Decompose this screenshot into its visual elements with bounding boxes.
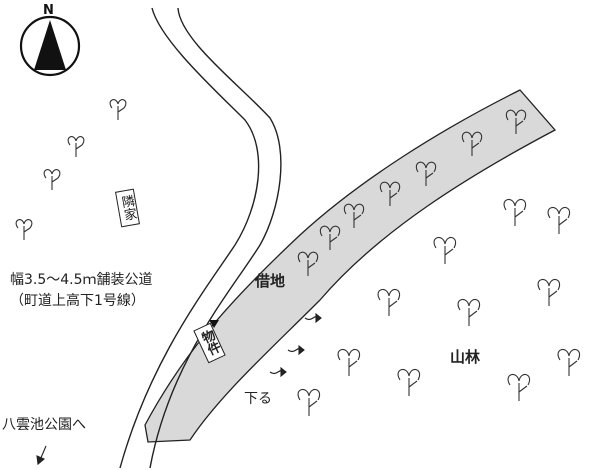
downhill-arrows-icon: [269, 312, 322, 378]
park-direction-arrow-icon: [36, 445, 47, 466]
leased-land-label: 借地: [255, 272, 286, 290]
leased-land-area: [144, 89, 557, 443]
downhill-label: 下る: [244, 391, 272, 407]
road-label: 幅3.5～4.5ｍ舗装公道 （町道上高下1号線）: [10, 270, 153, 312]
road-width-label: 幅3.5～4.5ｍ舗装公道: [10, 272, 153, 288]
forest-label: 山林: [450, 348, 481, 366]
park-direction-label: 八雲池公園へ: [2, 417, 86, 433]
compass-north-label: N: [43, 3, 54, 18]
tree-symbols: [15, 99, 580, 416]
road-name-label: （町道上高下1号線）: [10, 293, 145, 309]
property-pointer-icon: [209, 320, 219, 328]
paved-public-road: [119, 7, 282, 469]
north-arrow-icon: [19, 15, 81, 77]
